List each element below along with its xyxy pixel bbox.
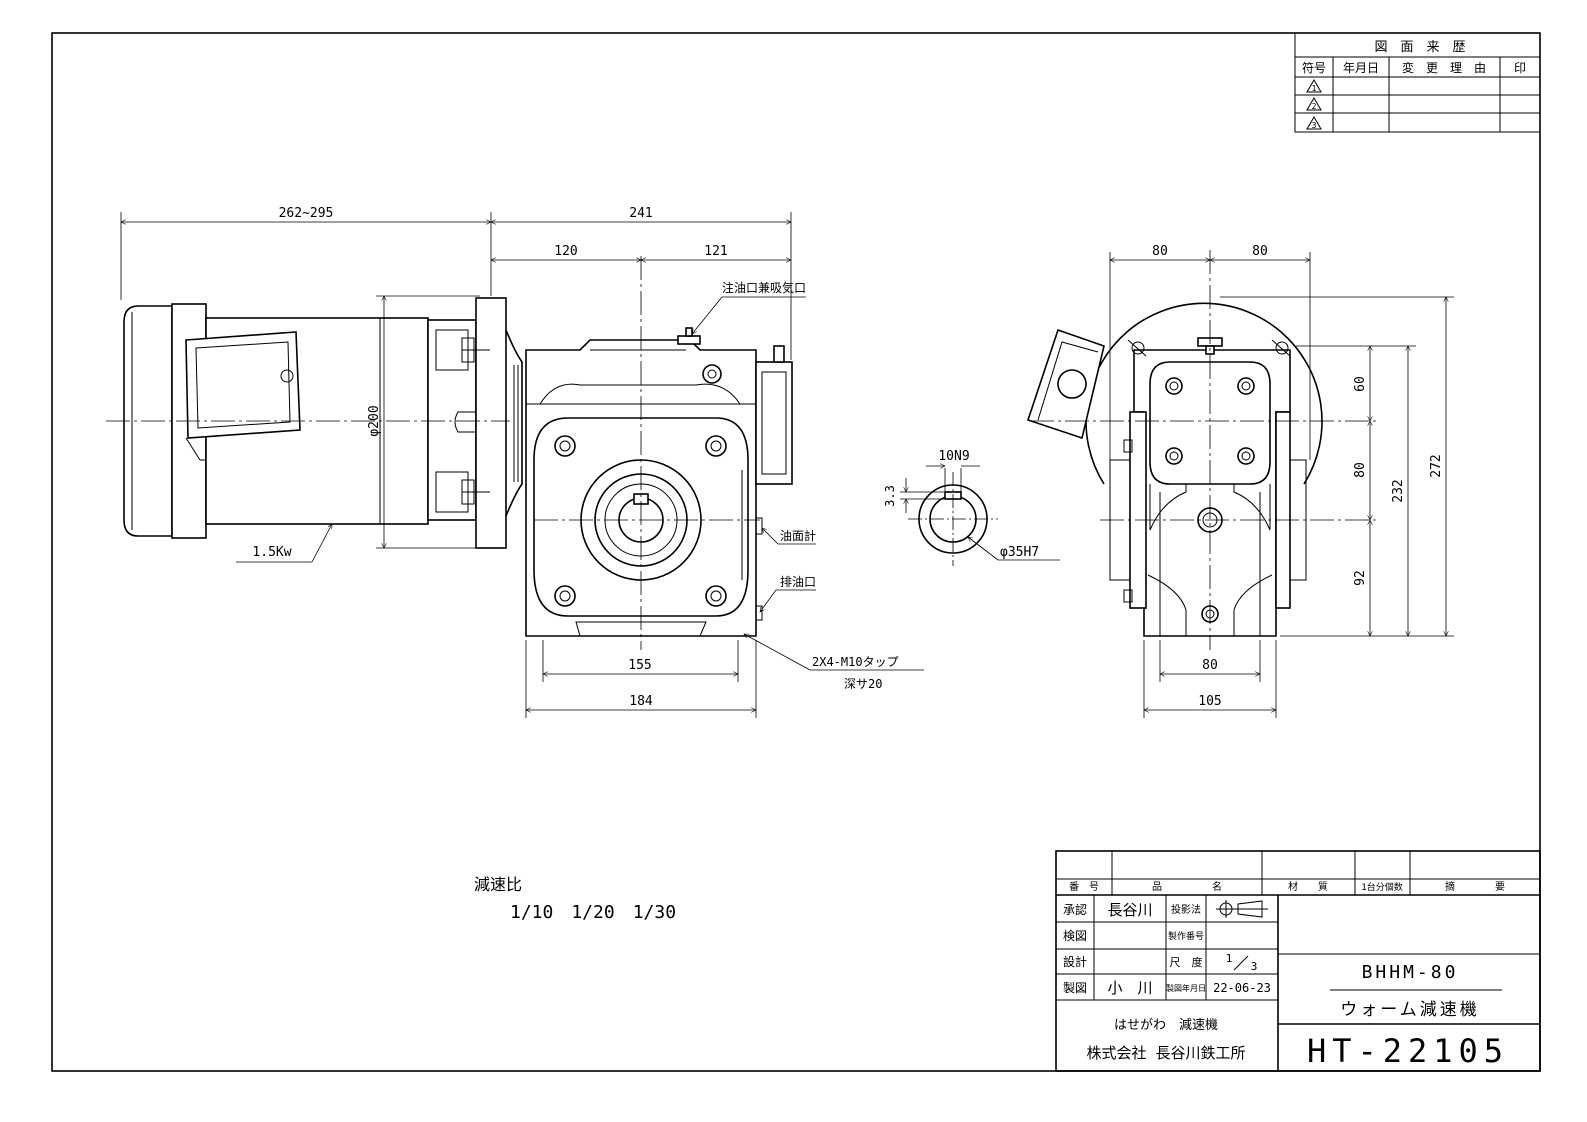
ratio-values: 1/10 1/20 1/30 — [510, 902, 676, 923]
tb-header-name: 品 名 — [1152, 880, 1222, 893]
dim-height-232: 232 — [1391, 479, 1406, 502]
dim-overall: 241 — [629, 206, 652, 221]
tb-header-material: 材 質 — [1288, 880, 1328, 893]
shaft-detail: 10N9 3.3 φ35H7 — [883, 449, 1060, 566]
svg-text:2: 2 — [1312, 102, 1317, 111]
tb-date: 22-06-23 — [1213, 981, 1271, 995]
tb-product-no-label: 製作番号 — [1168, 930, 1204, 942]
tb-scale-label: 尺 度 — [1170, 955, 1203, 969]
dim-motor-diameter: φ200 — [367, 405, 382, 436]
side-center-lines — [1030, 250, 1380, 650]
revision-header-symbol: 符号 — [1302, 60, 1326, 75]
revision-title: 図 面 来 歴 — [1374, 40, 1465, 55]
callout-drain: 排油口 — [780, 575, 816, 589]
svg-text:3: 3 — [1312, 121, 1317, 130]
revision-triangle-1: 1 — [1306, 79, 1322, 93]
tb-scale-value: 1 3 — [1226, 952, 1258, 973]
tb-header-number: 番 号 — [1069, 881, 1099, 893]
key-depth-label: 3.3 — [883, 485, 897, 507]
key-width-label: 10N9 — [938, 449, 969, 464]
dim-side-right: 80 — [1252, 244, 1268, 259]
dim-height-60: 60 — [1353, 376, 1368, 392]
revision-table: 図 面 来 歴 符号 年月日 変 更 理 由 印 1 2 3 — [1294, 32, 1541, 133]
callout-tap-depth: 深サ20 — [844, 677, 882, 691]
tb-drawn-name: 小 川 — [1107, 979, 1152, 997]
tb-projection-label: 投影法 — [1171, 903, 1201, 916]
svg-text:1: 1 — [1226, 952, 1233, 965]
shaft-diameter-label: φ35H7 — [1000, 545, 1039, 560]
revision-header-reason: 変 更 理 由 — [1402, 60, 1486, 75]
tb-drawn-label: 製図 — [1063, 981, 1087, 995]
dim-base-inner: 155 — [628, 658, 651, 673]
model-number: BHHM-80 — [1362, 962, 1459, 983]
tb-design-label: 設計 — [1063, 954, 1087, 969]
dim-height-272: 272 — [1429, 454, 1444, 477]
tb-date-label: 製図年月日 — [1166, 983, 1206, 993]
company-line-2: 株式会社 長谷川鉄工所 — [1086, 1044, 1245, 1062]
tb-header-quantity: 1台分個数 — [1361, 881, 1402, 893]
dim-right-half: 121 — [704, 244, 727, 259]
gearbox-side-view — [1026, 302, 1323, 637]
revision-triangle-2: 2 — [1306, 97, 1322, 111]
drawing-number: HT-22105 — [1307, 1032, 1509, 1070]
gearbox-front-view — [525, 327, 793, 637]
dim-motor-length: 262~295 — [279, 206, 334, 221]
svg-text:1: 1 — [1312, 84, 1317, 93]
ratio-label: 減速比 — [474, 875, 522, 894]
tb-approved-label: 承認 — [1063, 902, 1087, 917]
motor-power-label: 1.5Kw — [252, 545, 291, 560]
product-name: ウォーム減速機 — [1340, 1000, 1480, 1020]
dim-side-base-inner: 80 — [1202, 658, 1218, 673]
svg-text:3: 3 — [1251, 960, 1258, 973]
dim-side-left: 80 — [1152, 244, 1168, 259]
revision-header-date: 年月日 — [1343, 61, 1379, 75]
tb-header-remarks: 摘 要 — [1445, 880, 1505, 893]
front-dimensions: 262~295 241 120 121 φ200 1.5Kw 155 184 — [121, 206, 791, 718]
sheet-border — [51, 32, 1541, 1072]
dim-height-80: 80 — [1353, 462, 1368, 478]
dim-side-base-outer: 105 — [1198, 694, 1221, 709]
side-dimensions: 80 80 80 105 60 80 92 232 272 — [1110, 244, 1454, 718]
callout-oil-inlet: 注油口兼吸気口 — [722, 280, 806, 295]
tb-checked-label: 検図 — [1063, 929, 1087, 943]
reduction-ratio: 減速比 1/10 1/20 1/30 — [474, 875, 676, 923]
third-angle-projection-icon — [1216, 900, 1268, 918]
dim-height-92: 92 — [1353, 570, 1368, 586]
dim-left-half: 120 — [554, 244, 577, 259]
tb-approved-name: 長谷川 — [1107, 901, 1152, 919]
front-callouts: 注油口兼吸気口 油面計 排油口 2X4-M10タップ 深サ20 — [692, 280, 924, 691]
company-line-1: はせがわ 減速機 — [1114, 1017, 1218, 1033]
callout-tap: 2X4-M10タップ — [812, 655, 899, 669]
callout-oil-gauge: 油面計 — [780, 528, 816, 543]
front-center-lines — [106, 256, 760, 650]
dim-base-outer: 184 — [629, 694, 653, 709]
motor-front-view — [123, 297, 523, 549]
revision-triangle-3: 3 — [1306, 116, 1322, 130]
title-block: 番 号 品 名 材 質 1台分個数 摘 要 承認 長谷川 検図 設計 製図 小 … — [1055, 850, 1541, 1072]
revision-header-seal: 印 — [1514, 61, 1526, 75]
